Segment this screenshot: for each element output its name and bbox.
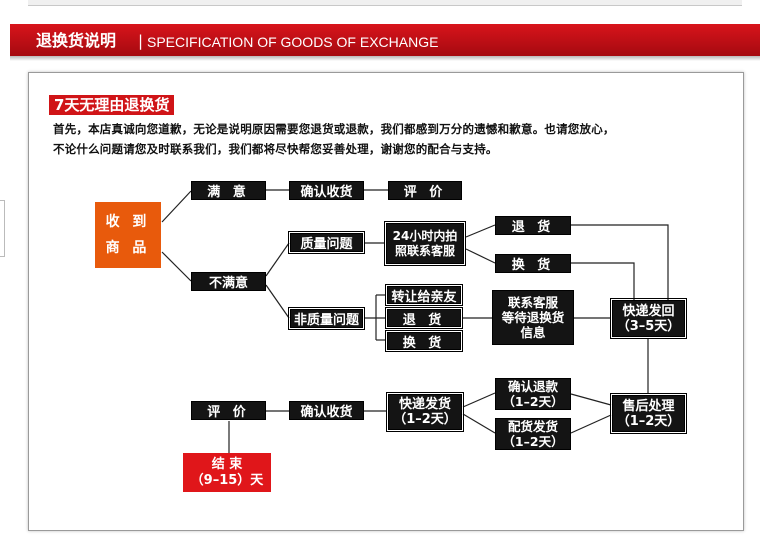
transfer-friend-node: 转让给亲友 [385, 284, 463, 306]
connector [570, 414, 612, 434]
confirm-refund-line-1: 确认退款 [507, 379, 558, 394]
return-goods-node: 退 货 [495, 216, 571, 235]
contact-24h-line-1: 24小时内拍 [392, 228, 458, 243]
top-strip [28, 0, 742, 6]
confirm-receipt-bottom-node: 确认收货 [289, 401, 364, 420]
header-bar [10, 24, 760, 56]
receive-line-2: 商 品 [105, 240, 151, 256]
after-sale-node: 售后处理 （1–2天） [610, 393, 687, 434]
intro-line-2: 不论什么问题请您及时联系我们，我们都将尽快帮您妥善处理，谢谢您的配合与支持。 [53, 142, 498, 156]
express-ship-line-2: （1–2天） [393, 412, 457, 427]
ship-replacement-node: 配货发货 （1–2天） [495, 418, 571, 450]
connector [265, 242, 290, 277]
review-bottom-node: 评 价 [191, 401, 266, 420]
express-ship-line-1: 快递发货 [398, 397, 451, 412]
review-top-node: 评 价 [388, 181, 462, 200]
connector [462, 392, 496, 408]
connector [571, 224, 669, 301]
contact-24h-line-2: 照联系客服 [394, 243, 455, 258]
contact-24h-node: 24小时内拍 照联系客服 [384, 221, 466, 266]
confirm-refund-node: 确认退款 （1–2天） [495, 378, 571, 410]
end-node: 结 束 （9–15）天 [183, 453, 271, 492]
express-return-node: 快递发回 （3–5天） [610, 298, 687, 339]
connector [265, 284, 290, 319]
express-return-line-2: （3–5天） [616, 318, 681, 334]
connector [465, 224, 496, 238]
contact-wait-line-3: 信息 [520, 325, 546, 340]
non-quality-exchange-node: 换 货 [385, 330, 463, 352]
after-sale-line-1: 售后处理 [622, 398, 675, 414]
confirm-receipt-top-node: 确认收货 [289, 181, 364, 200]
section-title: 7天无理由退换货 [49, 95, 175, 115]
intro-line-1: 首先，本店真诚向您道歉，无论是说明原因需要您退货或退款，我们都感到万分的遗憾和歉… [53, 122, 615, 136]
left-edge-tab [0, 200, 5, 257]
receive-goods-node: 收 到 商 品 [95, 202, 161, 268]
receive-line-1: 收 到 [105, 214, 151, 230]
connector [161, 251, 192, 282]
unsatisfied-node: 不满意 [191, 272, 266, 291]
after-sale-line-2: （1–2天） [616, 413, 681, 429]
confirm-refund-line-2: （1–2天） [502, 394, 564, 409]
header-subtitle: SPECIFICATION OF GOODS OF EXCHANGE [147, 34, 439, 50]
header-title: 退换货说明 [36, 31, 117, 50]
connector [465, 248, 496, 264]
exchange-goods-node: 换 货 [495, 254, 571, 273]
connector [462, 413, 496, 434]
contact-wait-node: 联系客服 等待退换货 信息 [492, 290, 574, 345]
header-shadow [10, 56, 760, 61]
non-quality-issue-node: 非质量问题 [288, 307, 365, 330]
non-quality-return-node: 退 货 [385, 307, 463, 329]
express-return-line-1: 快递发回 [622, 303, 675, 319]
connector [161, 190, 192, 223]
ship-replacement-line-2: （1–2天） [502, 434, 564, 449]
express-ship-node: 快递发货 （1–2天） [386, 392, 464, 432]
header-separator: | [138, 32, 144, 50]
end-line-1: 结 束 [211, 456, 243, 472]
intro-text: 首先，本店真诚向您道歉，无论是说明原因需要您退货或退款，我们都感到万分的遗憾和歉… [53, 119, 733, 159]
connector [571, 262, 635, 300]
quality-issue-node: 质量问题 [288, 231, 365, 254]
connector [570, 393, 612, 406]
end-line-2: （9–15）天 [190, 472, 264, 488]
ship-replacement-line-1: 配货发货 [507, 419, 558, 434]
contact-wait-line-1: 联系客服 [507, 295, 558, 310]
satisfied-node: 满 意 [191, 181, 266, 200]
contact-wait-line-2: 等待退换货 [501, 310, 565, 325]
